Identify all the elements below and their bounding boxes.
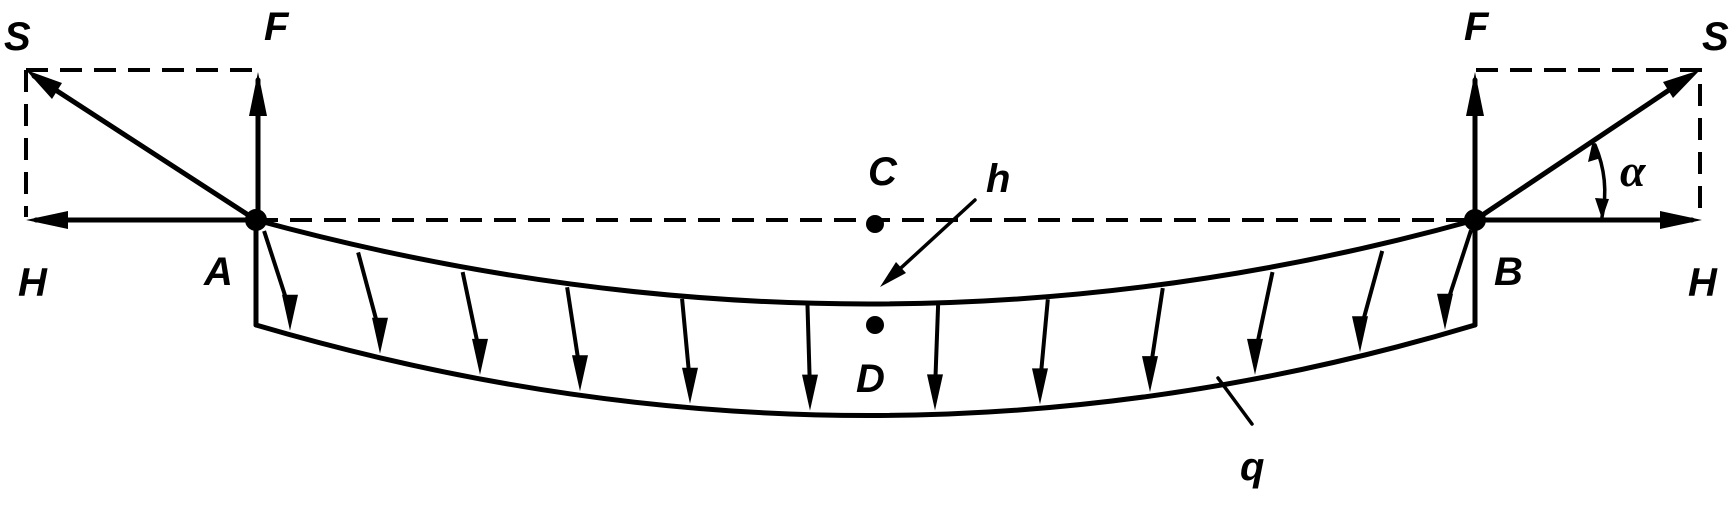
load-arrow-head [927,374,943,411]
label-f-left: F [264,5,290,49]
distributed-load-arrows [262,229,1473,411]
label-a: A [203,250,233,294]
point-a [245,209,267,231]
sag-h-pointer [880,198,977,287]
point-c [866,215,884,233]
label-s-right: S [1702,15,1729,59]
left-force-rectangle [24,68,256,217]
force-s-right-arrow [1472,70,1700,223]
label-c: C [868,150,898,194]
load-arrow-head [472,338,488,375]
force-f-right-arrow [1466,72,1484,223]
load-arrow-head [1437,293,1453,330]
load-arrow-head [572,355,588,392]
load-boundary [253,322,1478,418]
label-s-left: S [4,15,31,59]
load-arrow-head [282,294,298,331]
angle-alpha-arc [1588,140,1609,219]
force-f-left-arrow [249,72,267,223]
point-d [866,316,884,334]
point-b [1464,209,1486,231]
load-arrow-head [682,367,698,404]
load-arrow-head [372,317,388,354]
label-b: B [1494,250,1523,294]
label-q: q [1240,445,1264,489]
load-arrow-head [1032,368,1048,405]
load-arrow-head [1247,338,1263,375]
force-h-right-arrow [1472,211,1702,229]
load-arrow-head [1142,356,1158,393]
force-s-left-arrow [26,70,259,223]
label-f-right: F [1464,5,1490,49]
label-alpha: α [1620,145,1647,196]
load-arrow-head [802,374,818,411]
label-h: h [986,157,1010,201]
label-h-left: H [18,261,48,305]
cable-curve [253,217,1478,307]
load-q-leader [1216,376,1254,426]
force-h-left-arrow [26,211,259,229]
label-h-right: H [1688,261,1718,305]
load-arrow-head [1352,316,1368,353]
label-d: D [856,357,885,401]
